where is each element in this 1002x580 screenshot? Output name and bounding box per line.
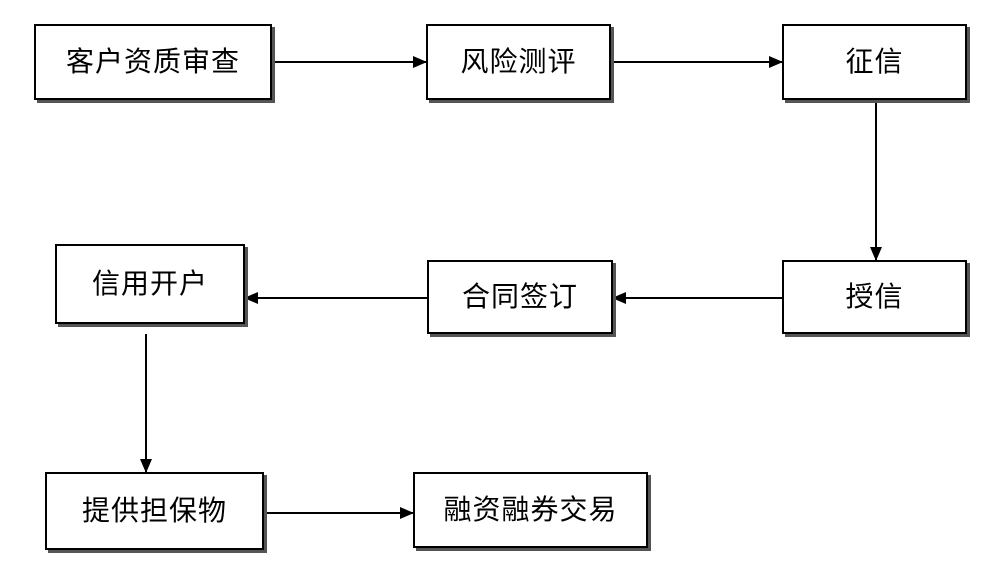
node-collateral: 提供担保物 [45,472,264,550]
node-credit-account: 信用开户 [55,244,245,324]
node-label-margin-trading: 融资融券交易 [443,493,618,526]
node-label-risk-assessment: 风险测评 [460,45,577,78]
node-label-credit-account: 信用开户 [91,267,208,300]
node-credit-grant: 授信 [782,260,967,334]
node-label-contract-signing: 合同签订 [461,280,578,313]
node-contract-signing: 合同签订 [427,260,613,334]
node-label-customer-review: 客户资质审查 [65,45,240,78]
node-label-credit-check: 征信 [845,45,904,78]
node-risk-assessment: 风险测评 [426,24,611,100]
node-credit-check: 征信 [782,24,967,100]
node-label-credit-grant: 授信 [845,280,904,313]
node-customer-review: 客户资质审查 [34,24,272,100]
node-margin-trading: 融资融券交易 [413,472,648,548]
node-label-collateral: 提供担保物 [81,494,227,527]
